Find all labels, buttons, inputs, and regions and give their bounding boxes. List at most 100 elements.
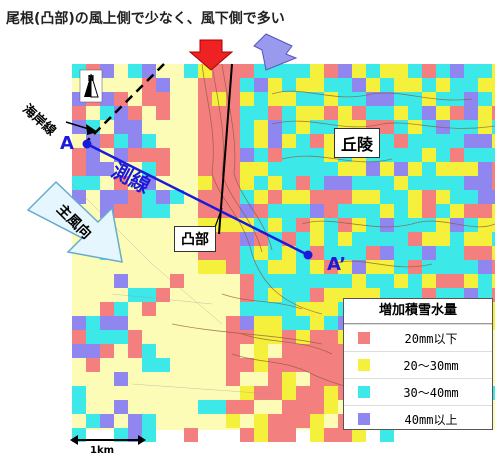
grid-cell (212, 92, 226, 106)
grid-cell (240, 386, 254, 400)
grid-cell (226, 162, 240, 176)
grid-cell (128, 134, 142, 148)
grid-cell (394, 148, 408, 162)
grid-cell (296, 134, 310, 148)
legend-label: 20〜30mm (403, 358, 459, 373)
grid-cell (254, 64, 268, 78)
grid-cell (226, 134, 240, 148)
grid-cell (268, 316, 282, 330)
grid-cell (198, 204, 212, 218)
grid-cell (296, 218, 310, 232)
grid-cell (226, 372, 240, 386)
grid-cell (394, 190, 408, 204)
grid-cell (492, 148, 495, 162)
grid-cell (338, 260, 352, 274)
grid-cell (422, 134, 436, 148)
grid-cell (422, 260, 436, 274)
legend-item: 40mm以上 (344, 405, 492, 432)
grid-cell (296, 386, 310, 400)
grid-cell (212, 134, 226, 148)
grid-cell (464, 260, 478, 274)
grid-cell (324, 78, 338, 92)
grid-cell (100, 316, 114, 330)
grid-cell (142, 302, 156, 316)
grid-cell (100, 92, 114, 106)
grid-cell (296, 344, 310, 358)
grid-cell (282, 176, 296, 190)
grid-cell (100, 162, 114, 176)
convex-ridge-line (218, 63, 233, 235)
grid-cell (422, 246, 436, 260)
blue-wind-arrow-icon (253, 33, 298, 71)
grid-cell (324, 274, 338, 288)
grid-cell (478, 162, 492, 176)
grid-cell (282, 302, 296, 316)
grid-cell (394, 232, 408, 246)
grid-cell (380, 106, 394, 120)
grid-cell (492, 190, 495, 204)
grid-cell (86, 148, 100, 162)
grid-cell (226, 358, 240, 372)
grid-cell (436, 176, 450, 190)
grid-cell (296, 106, 310, 120)
grid-cell (296, 400, 310, 414)
grid-cell (394, 78, 408, 92)
grid-cell (268, 414, 282, 428)
grid-cell (142, 148, 156, 162)
grid-cell (114, 330, 128, 344)
grid-cell (268, 428, 282, 442)
grid-cell (408, 78, 422, 92)
grid-cell (268, 134, 282, 148)
grid-cell (450, 134, 464, 148)
grid-cell (366, 176, 380, 190)
grid-cell (492, 302, 495, 316)
grid-cell (254, 92, 268, 106)
grid-cell (464, 274, 478, 288)
grid-cell (310, 106, 324, 120)
grid-cell (464, 64, 478, 78)
grid-cell (464, 120, 478, 134)
grid-cell (310, 428, 324, 442)
grid-cell (100, 190, 114, 204)
convex-label: 凸部 (174, 226, 216, 252)
grid-cell (254, 176, 268, 190)
grid-cell (142, 176, 156, 190)
grid-cell (338, 232, 352, 246)
grid-cell (380, 274, 394, 288)
grid-cell (226, 64, 240, 78)
grid-cell (324, 288, 338, 302)
grid-cell (268, 162, 282, 176)
grid-cell (282, 414, 296, 428)
grid-cell (394, 274, 408, 288)
grid-cell (450, 92, 464, 106)
grid-cell (310, 148, 324, 162)
grid-cell (338, 78, 352, 92)
grid-cell (254, 330, 268, 344)
legend-swatch (358, 332, 370, 344)
grid-cell (128, 344, 142, 358)
red-wind-arrow-icon (188, 39, 234, 71)
grid-cell (212, 400, 226, 414)
grid-cell (352, 190, 366, 204)
grid-cell (226, 260, 240, 274)
grid-cell (72, 386, 86, 400)
grid-cell (198, 106, 212, 120)
grid-cell (240, 288, 254, 302)
point-a-label: A (60, 133, 74, 154)
grid-cell (128, 190, 142, 204)
grid-cell (352, 106, 366, 120)
grid-cell (492, 274, 495, 288)
grid-cell (254, 190, 268, 204)
grid-cell (394, 92, 408, 106)
grid-cell (240, 190, 254, 204)
page-title: 尾根(凸部)の風上側で少なく、風下側で多い (6, 11, 285, 27)
grid-cell (100, 64, 114, 78)
legend-label: 30〜40mm (403, 385, 459, 400)
legend-title: 増加積雪水量 (344, 299, 492, 324)
grid-cell (310, 316, 324, 330)
grid-cell (268, 302, 282, 316)
grid-cell (296, 232, 310, 246)
grid-cell (254, 288, 268, 302)
grid-cell (352, 204, 366, 218)
grid-cell (338, 246, 352, 260)
